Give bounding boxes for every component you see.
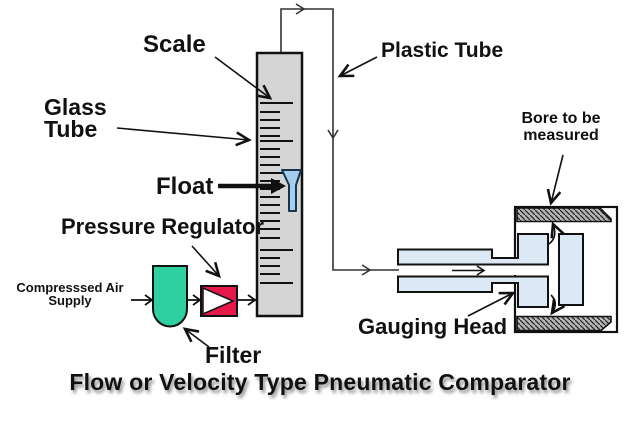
bore-to-be-measured-label: Bore to be measured xyxy=(503,110,619,144)
bore-leader-arrow xyxy=(546,154,564,206)
bore-wall-bottom-hatched xyxy=(516,315,612,332)
glass-tube-label: Glass Tube xyxy=(44,94,107,142)
gauging-head-label: Gauging Head xyxy=(358,314,508,339)
gauging-head-upper-half xyxy=(397,233,549,266)
compressed-air-supply-label-line2: Supply xyxy=(48,293,92,308)
diagram-title: Flow or Velocity Type Pneumatic Comparat… xyxy=(69,369,571,395)
compressed-air-supply-label: Compresssed Air Supply xyxy=(8,281,132,307)
pressure-regulator-label: Pressure Regulator xyxy=(61,214,264,239)
scale-label: Scale xyxy=(143,31,206,58)
filter-leader-arrow xyxy=(182,327,210,348)
glass-tube-label-line2: Tube xyxy=(44,116,98,142)
filter-shape xyxy=(152,265,188,328)
plastic-tube-label: Plastic Tube xyxy=(381,39,504,62)
gauging-head-leader-arrow xyxy=(467,291,516,317)
filter-label: Filter xyxy=(205,342,262,368)
escaping-air-arrow-top xyxy=(548,221,565,245)
gauging-head-end-plug xyxy=(558,233,584,306)
float-pointer-arrowhead xyxy=(271,178,286,194)
plastic-tube-leader-arrow xyxy=(337,56,378,78)
compressed-air-supply-label-line1: Compresssed Air xyxy=(16,280,124,295)
gauging-head-lower-half xyxy=(397,275,549,308)
channel-flow-arrowhead xyxy=(476,265,486,276)
bore-wall-top-hatched xyxy=(516,207,612,223)
scale-leader-arrow xyxy=(214,56,273,100)
glass-tube-leader-arrow xyxy=(116,127,252,147)
bore-label-line2: measured xyxy=(523,126,599,144)
plastic-tube-flow-arrow-top xyxy=(295,3,306,15)
plastic-tube-line xyxy=(280,8,399,271)
escaping-air-arrow-bottom xyxy=(550,294,566,316)
plastic-tube-flow-arrow-right xyxy=(361,264,372,276)
bore-label-line1: Bore to be xyxy=(521,110,601,127)
pressure-regulator-valve-triangle xyxy=(202,286,235,316)
plastic-tube-flow-arrow-down xyxy=(327,129,339,140)
float-shape xyxy=(281,169,302,212)
pressure-regulator-leader-arrow xyxy=(191,245,221,279)
bore-wall-channel-opening xyxy=(509,265,521,275)
glass-tube-label-line1: Glass xyxy=(44,94,107,120)
float-label: Float xyxy=(156,173,214,200)
